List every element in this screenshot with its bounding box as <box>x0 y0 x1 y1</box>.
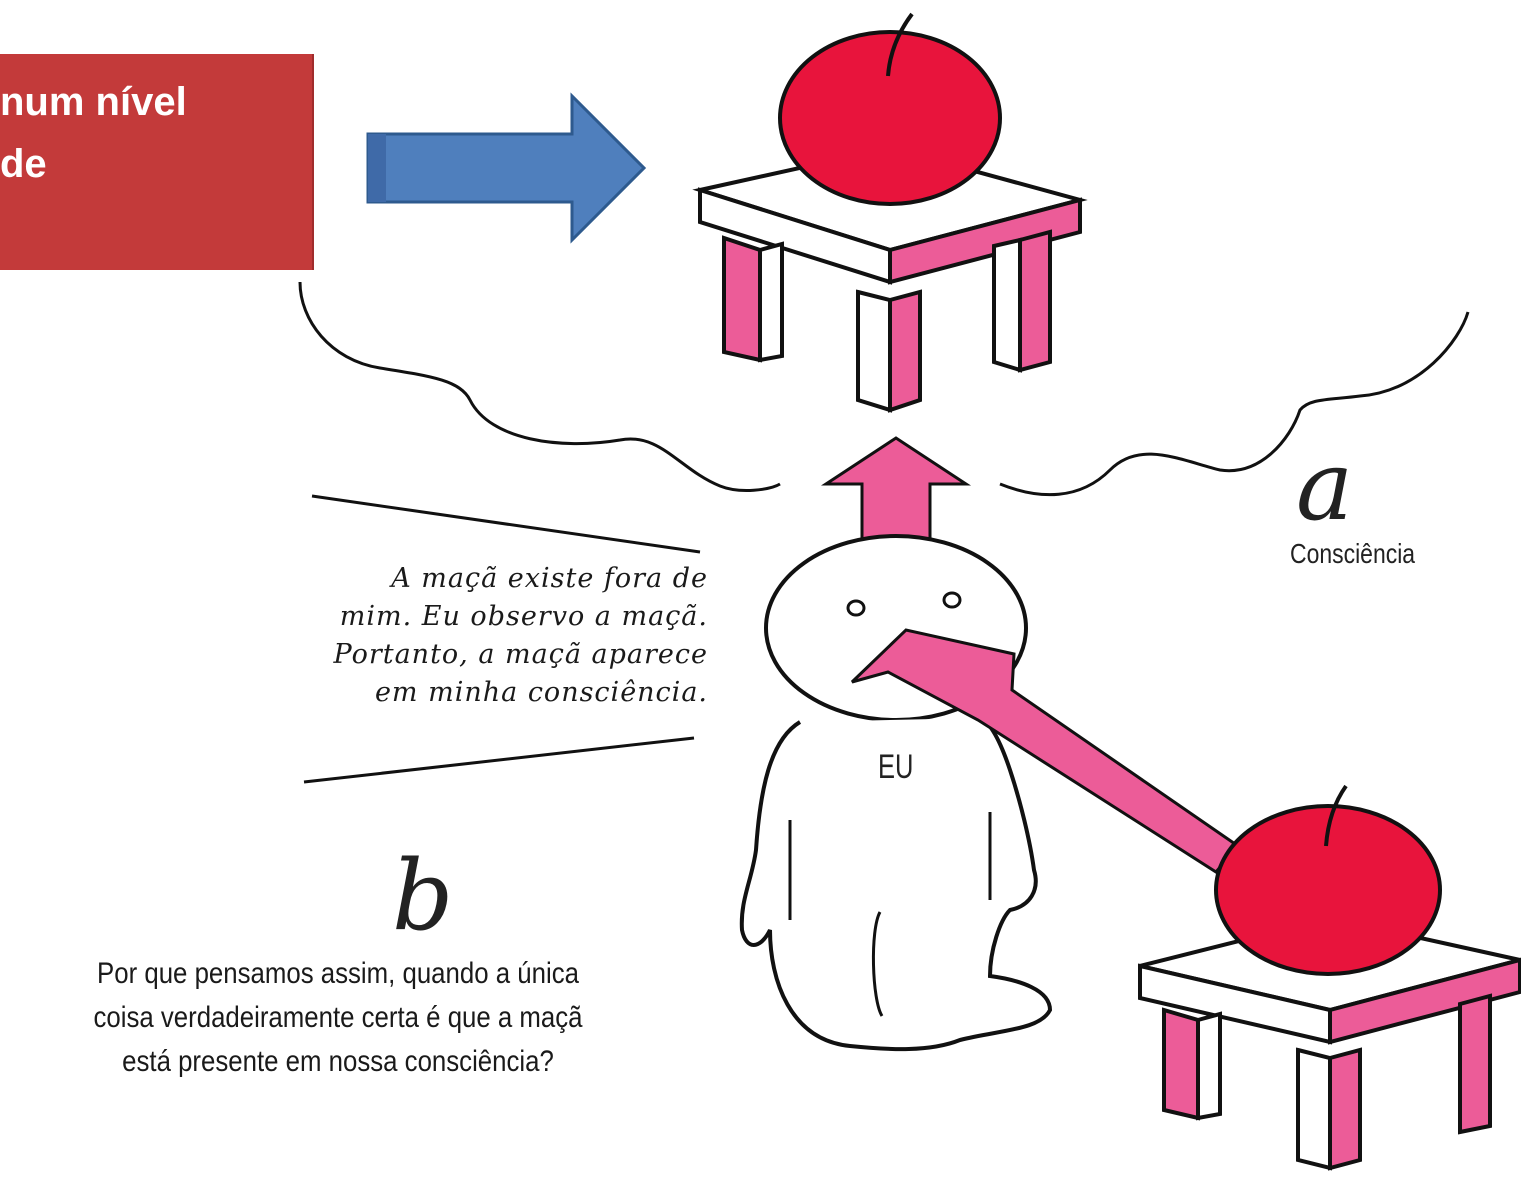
question-line-3: está presente em nossa consciência? <box>122 1045 554 1078</box>
quote-line-top <box>311 494 701 554</box>
self-label: EU <box>878 748 914 786</box>
header-box: num nível de <box>0 54 314 270</box>
consciousness-label: Consciência <box>1290 538 1416 569</box>
person-figure <box>739 534 1053 1052</box>
header-line-1: num nível <box>0 80 187 124</box>
pink-perception-arrow <box>850 628 1241 874</box>
quote-text: A maçã existe fora de mim. Eu observo a … <box>230 560 708 712</box>
quote-line-4: em minha consciência. <box>374 677 708 708</box>
bottom-apple <box>1214 784 1442 976</box>
quote-line-2: mim. Eu observo a maçã. <box>339 601 708 632</box>
blue-arrow <box>366 92 647 244</box>
top-apple <box>778 12 1002 206</box>
question-line-2: coisa verdadeiramente certa é que a maçã <box>93 1001 583 1034</box>
header-line-2: de <box>0 142 47 186</box>
glyph-b: b <box>392 840 454 952</box>
thought-cloud-outline <box>298 281 1470 497</box>
question-line-1: Por que pensamos assim, quando a única <box>97 957 579 990</box>
glyph-a: a <box>1296 430 1354 542</box>
quote-line-bottom <box>303 736 695 784</box>
quote-line-1: A maçã existe fora de <box>391 563 708 594</box>
question-text: Por que pensamos assim, quando a única c… <box>47 952 628 1084</box>
quote-line-3: Portanto, a maçã aparece <box>333 639 708 670</box>
